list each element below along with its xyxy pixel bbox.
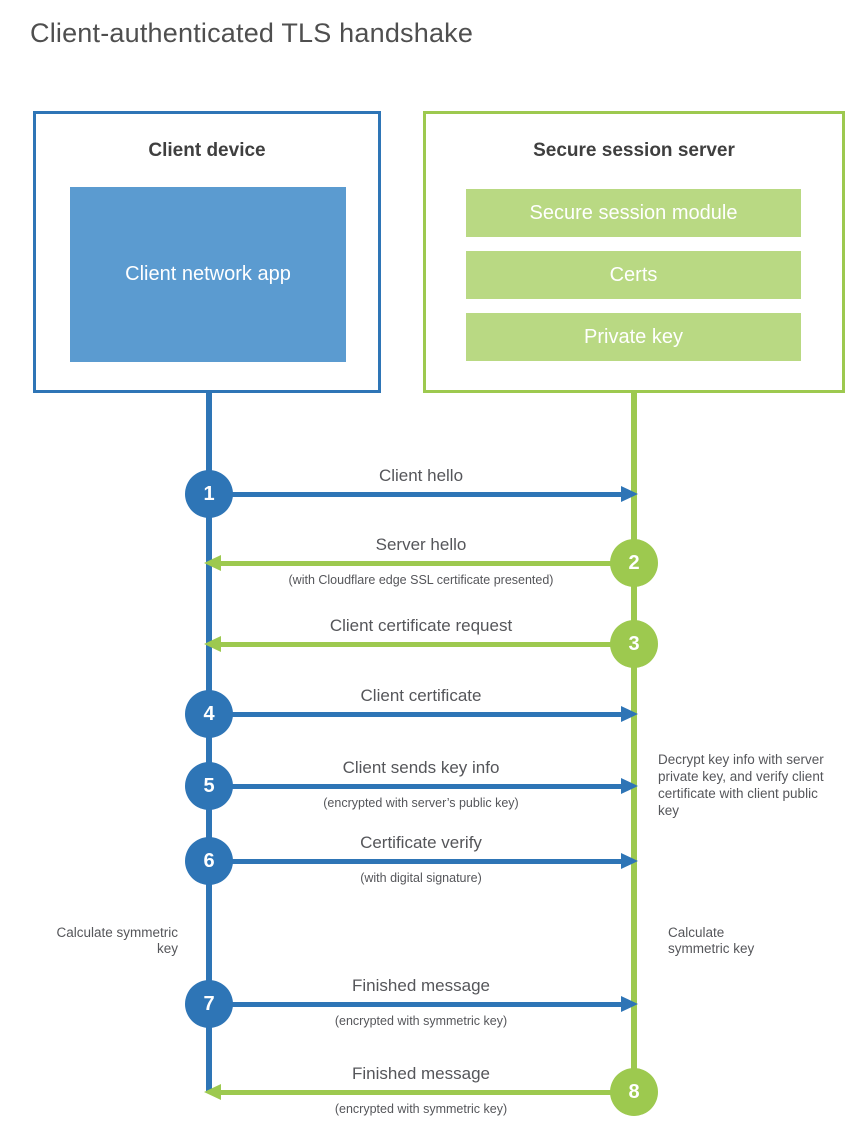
step-circle-3: 3 <box>610 620 658 668</box>
page-title: Client-authenticated TLS handshake <box>30 18 474 48</box>
message-sublabel: (with Cloudflare edge SSL certificate pr… <box>288 573 554 587</box>
arrow-line <box>232 492 621 497</box>
arrow-line <box>232 784 621 789</box>
arrow-line <box>221 561 612 566</box>
arrow-line <box>232 859 621 864</box>
message-sublabel: (encrypted with symmetric key) <box>334 1102 508 1116</box>
arrow-head-icon <box>621 996 638 1012</box>
arrow-head-icon <box>621 853 638 869</box>
message-sublabel: (encrypted with symmetric key) <box>334 1014 508 1028</box>
step-circle-4: 4 <box>185 690 233 738</box>
message-label: Server hello <box>375 535 467 554</box>
message-label: Finished message <box>352 1064 490 1083</box>
arrow-line <box>221 1090 612 1095</box>
message-label: Client hello <box>378 466 464 485</box>
arrow-head-icon <box>204 555 221 571</box>
secure-session-server-box: Secure session server Secure session mod… <box>423 111 845 393</box>
client-network-app-label: Client network app <box>125 263 291 285</box>
secure-session-server-title: Secure session server <box>533 140 735 161</box>
message-sublabel: (with digital signature) <box>360 871 482 885</box>
note-decrypt-key-info: Decrypt key info with server private key… <box>658 752 824 818</box>
client-network-app-box: Client network app <box>70 187 346 362</box>
arrow-head-icon <box>621 778 638 794</box>
arrow-line <box>232 1002 621 1007</box>
arrow-head-icon <box>621 486 638 502</box>
arrow-head-icon <box>621 706 638 722</box>
arrow-line <box>221 642 612 647</box>
message-label: Client certificate <box>360 686 482 705</box>
arrow-head-icon <box>204 1084 221 1100</box>
server-lifeline <box>631 391 637 1092</box>
message-sublabel: (encrypted with server’s public key) <box>323 796 519 810</box>
message-label: Finished message <box>352 976 490 995</box>
server-module-secure-session: Secure session module <box>466 189 801 237</box>
arrow-head-icon <box>204 636 221 652</box>
step-circle-6: 6 <box>185 837 233 885</box>
client-lifeline <box>206 391 212 1093</box>
client-device-title: Client device <box>148 140 266 161</box>
server-module-private-key: Private key <box>466 313 801 361</box>
step-circle-8: 8 <box>610 1068 658 1116</box>
note-calculate-symmetric-key-client: Calculate symmetric key <box>56 925 178 956</box>
step-circle-2: 2 <box>610 539 658 587</box>
arrow-line <box>232 712 621 717</box>
step-circle-7: 7 <box>185 980 233 1028</box>
client-device-box: Client device Client network app <box>33 111 381 393</box>
step-circle-1: 1 <box>185 470 233 518</box>
message-label: Client certificate request <box>329 616 513 635</box>
step-circle-5: 5 <box>185 762 233 810</box>
server-module-certs: Certs <box>466 251 801 299</box>
note-calculate-symmetric-key-server: Calculate symmetric key <box>668 925 755 956</box>
message-label: Certificate verify <box>360 833 482 852</box>
message-label: Client sends key info <box>342 758 500 777</box>
